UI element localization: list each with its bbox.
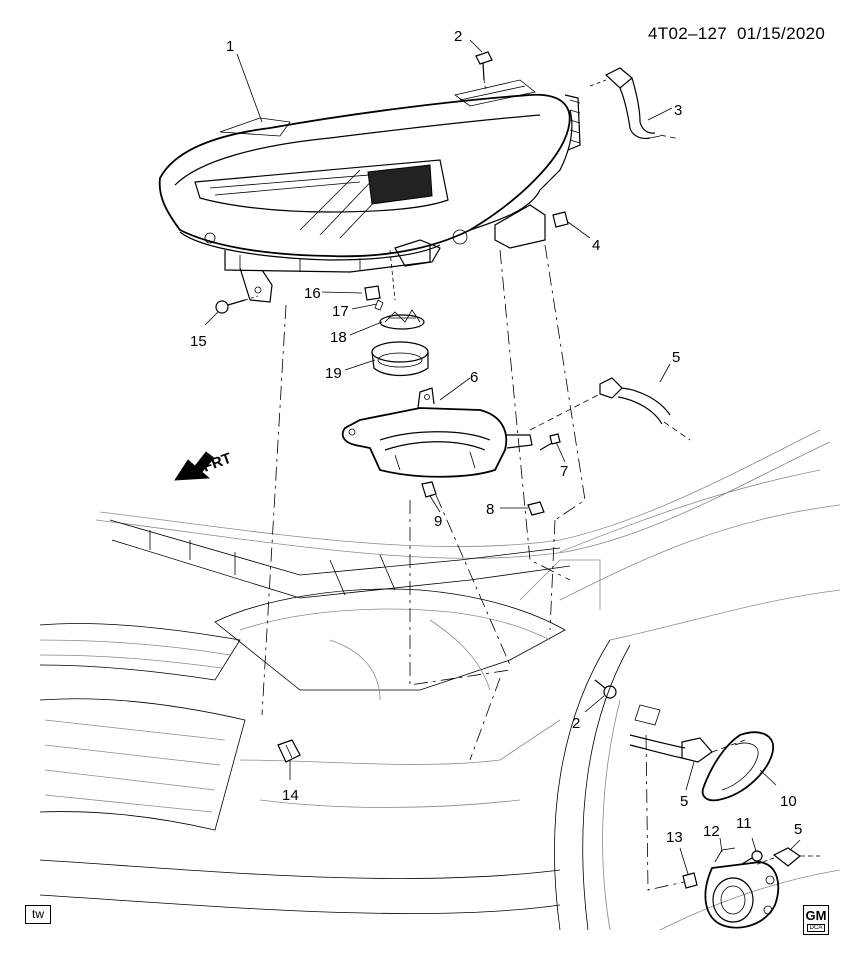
gm-logo: GM DCA [803, 905, 829, 935]
headlamp-assembly [158, 79, 581, 303]
fasteners [215, 51, 763, 889]
callout-5: 5 [672, 349, 680, 366]
callout-4: 4 [592, 237, 600, 254]
callout-15: 15 [190, 333, 207, 350]
callout-10: 10 [780, 793, 797, 810]
leader-lines [204, 39, 801, 875]
callout-13: 13 [666, 829, 683, 846]
diagram-code: 4T02–127 [648, 24, 727, 43]
fog-lamp-bracket [341, 387, 533, 478]
callout-18: 18 [330, 329, 347, 346]
diagram-header: 4T02–127 01/15/2020 [648, 24, 825, 44]
callout-2-lower: 2 [572, 715, 580, 732]
alignment-lines [261, 244, 685, 891]
callout-14: 14 [282, 787, 299, 804]
fog-lamp [704, 847, 780, 929]
callout-8: 8 [486, 501, 494, 518]
bulb-and-socket [364, 249, 429, 377]
front-direction-arrow: FRT [174, 450, 234, 481]
diagram-date: 01/15/2020 [737, 24, 826, 43]
callout-17: 17 [332, 303, 349, 320]
gm-logo-text: GM [805, 908, 827, 923]
callout-3: 3 [674, 102, 682, 119]
callout-6: 6 [470, 369, 478, 386]
callout-12: 12 [703, 823, 720, 840]
gm-logo-subtext: DCA [807, 924, 825, 932]
tw-tag: tw [25, 905, 51, 924]
callout-5-lower: 5 [680, 793, 688, 810]
callout-19: 19 [325, 365, 342, 382]
callout-11: 11 [736, 815, 752, 832]
callout-labels: 1 2 3 4 5 6 7 8 9 15 16 17 18 19 2 14 5 … [190, 28, 802, 846]
vehicle-body [39, 429, 841, 931]
callout-1: 1 [226, 38, 234, 55]
wiring-harnesses [529, 67, 820, 867]
callout-5-fog: 5 [794, 821, 802, 838]
callout-7: 7 [560, 463, 568, 480]
callout-2: 2 [454, 28, 462, 45]
side-marker-lamp [634, 704, 774, 802]
callout-16: 16 [304, 285, 321, 302]
callout-9: 9 [434, 513, 442, 530]
